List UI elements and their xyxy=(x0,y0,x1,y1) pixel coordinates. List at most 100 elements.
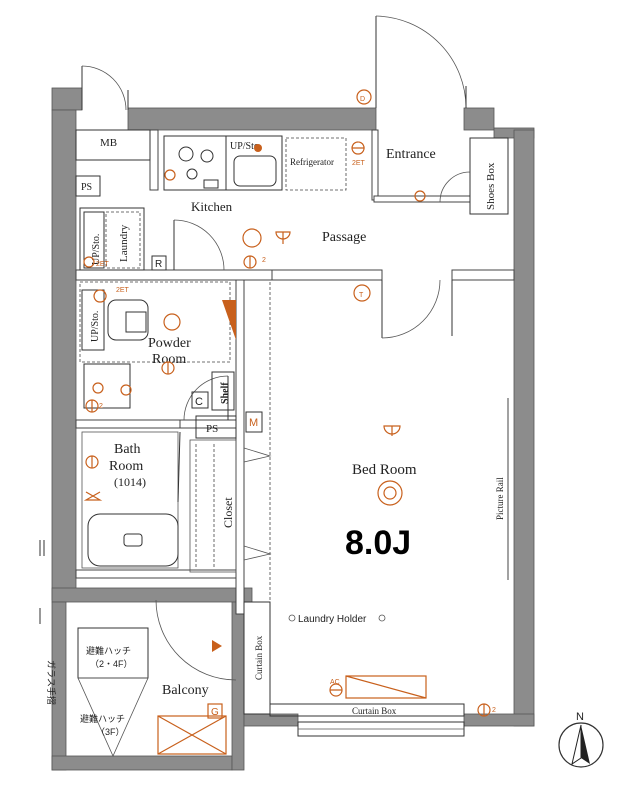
bed-room-label: Bed Room xyxy=(352,462,417,478)
bath-room-label-2: Room xyxy=(109,459,143,474)
powder-room-label-2: Room xyxy=(152,352,186,367)
curtain-box-vertical-label: Curtain Box xyxy=(254,635,264,680)
wall-top-right xyxy=(463,107,495,131)
c-mark-box xyxy=(191,391,209,409)
burner-icon xyxy=(186,168,198,180)
stove xyxy=(163,135,227,191)
svg-text:2ET: 2ET xyxy=(116,287,130,294)
shelf-label: Shelf xyxy=(220,382,231,404)
entrance-label: Entrance xyxy=(386,147,436,162)
wall-bath-bottom xyxy=(75,569,237,579)
burner-icon xyxy=(200,149,214,163)
bed-room-area: T Bed Room 8.0J Picture Rail Laundry Hol… xyxy=(269,279,509,737)
washbasin xyxy=(83,363,131,409)
wall-balcony-right xyxy=(231,601,245,771)
doorbell-icon xyxy=(356,89,372,105)
north-arrow: N xyxy=(558,711,604,768)
powder-room-area: UP/Sto. Powder Room 2ET 2 C Shelf xyxy=(79,281,236,421)
svg-text:D: D xyxy=(360,96,365,103)
kitchen-door-swing xyxy=(173,219,225,271)
powder-up-sto-label: UP/Sto. xyxy=(90,311,101,342)
ps-top-label: PS xyxy=(81,182,92,193)
bedroom-door-swing xyxy=(381,279,441,339)
wall-bath-top xyxy=(75,419,181,429)
curtain-box-bottom-label: Curtain Box xyxy=(352,706,397,716)
light-icon xyxy=(163,313,181,331)
refrigerator-space xyxy=(285,137,347,191)
laundry-up-sto xyxy=(83,211,105,269)
wall-bottom-right xyxy=(463,713,535,727)
wall-balcony-bottom xyxy=(51,755,233,771)
bath-room-area: Bath Room (1014) xyxy=(81,431,181,569)
svg-text:2: 2 xyxy=(99,403,103,410)
svg-text:2: 2 xyxy=(492,707,496,714)
wall-bedroom-left xyxy=(235,279,245,615)
c-mark: C xyxy=(195,396,203,408)
toilet-icon xyxy=(107,299,149,341)
wall-passage-bottom xyxy=(75,269,273,281)
ceiling-light-icon xyxy=(377,480,403,506)
gas-meter-box xyxy=(157,715,227,755)
svg-text:T: T xyxy=(359,292,364,299)
exterior-walls xyxy=(51,87,535,771)
ps-mid-label: PS xyxy=(206,423,218,435)
mb-box xyxy=(75,129,151,161)
m-mark: M xyxy=(249,417,258,429)
burner-icon xyxy=(178,146,194,162)
powder-up-sto xyxy=(81,289,105,351)
laundry-area: UP/Sto. Laundry R 2ET xyxy=(79,207,167,271)
mb-area: MB xyxy=(75,65,151,161)
glass-rail-label: ガラス手摺 xyxy=(46,660,57,705)
wall-bedroom-top-right xyxy=(451,269,515,281)
wall-right xyxy=(513,129,535,727)
ps-mid: PS M xyxy=(195,411,263,439)
wall-entrance-left xyxy=(371,129,379,201)
kitchen-label: Kitchen xyxy=(191,199,233,214)
mirror-cabinet xyxy=(222,300,236,340)
wall-balcony-top xyxy=(51,587,253,603)
wall-bedroom-top xyxy=(271,269,383,281)
sink-icon xyxy=(233,155,277,187)
refrigerator-label: Refrigerator xyxy=(290,157,334,167)
kitchen-area: UP/Sto. Refrigerator Kitchen 2ET xyxy=(163,135,366,214)
tv-outlet-icon xyxy=(353,284,371,302)
passage-label: Passage xyxy=(322,230,366,245)
compass-circle-icon xyxy=(558,722,604,768)
shelf-box xyxy=(211,371,235,411)
mb-label: MB xyxy=(100,137,117,149)
svg-text:2ET: 2ET xyxy=(96,261,110,268)
mb-door-swing xyxy=(81,65,127,111)
balcony-area: Curtain Box Balcony 避難ハッチ （2・4F） 避難ハッチ （… xyxy=(77,599,271,757)
closet-area: Closet xyxy=(189,439,272,573)
laundry-holder-label: Laundry Holder xyxy=(298,614,367,625)
svg-text:2: 2 xyxy=(262,257,266,264)
powder-door-swing xyxy=(183,375,229,421)
laundry-up-sto-label: UP/Sto. xyxy=(91,234,102,265)
svg-text:2ET: 2ET xyxy=(352,160,366,167)
ps-top: PS xyxy=(75,175,101,197)
m-mark-box xyxy=(245,411,263,433)
wall-top-kitchen xyxy=(127,107,377,131)
shoes-box-label: Shoes Box xyxy=(485,162,497,210)
entrance-door-swing xyxy=(375,15,467,109)
north-label: N xyxy=(576,711,584,723)
sink-counter xyxy=(225,135,283,191)
wall-top-left xyxy=(51,87,83,111)
r-mark: R xyxy=(155,259,162,270)
passage-area: Passage 2 xyxy=(173,219,366,271)
up-sto-kitchen-label: UP/Sto. xyxy=(230,141,261,152)
glass-rail: ガラス手摺 xyxy=(39,540,57,705)
drain-icon xyxy=(123,533,143,547)
balcony-label: Balcony xyxy=(162,683,209,698)
wall-kitchen-left xyxy=(149,129,159,191)
picture-rail-label: Picture Rail xyxy=(495,477,505,520)
light-icon xyxy=(242,228,262,248)
hatch-24f-label-2: （2・4F） xyxy=(90,659,133,669)
entrance-area: Entrance D Shoes Box xyxy=(356,15,509,215)
north-needle-icon xyxy=(581,725,590,764)
svg-text:AC: AC xyxy=(330,679,340,686)
powder-room-label-1: Powder xyxy=(148,336,191,351)
closet-label: Closet xyxy=(221,497,235,528)
interior-walls xyxy=(75,129,515,615)
bath-room-label-1: Bath xyxy=(114,442,140,457)
